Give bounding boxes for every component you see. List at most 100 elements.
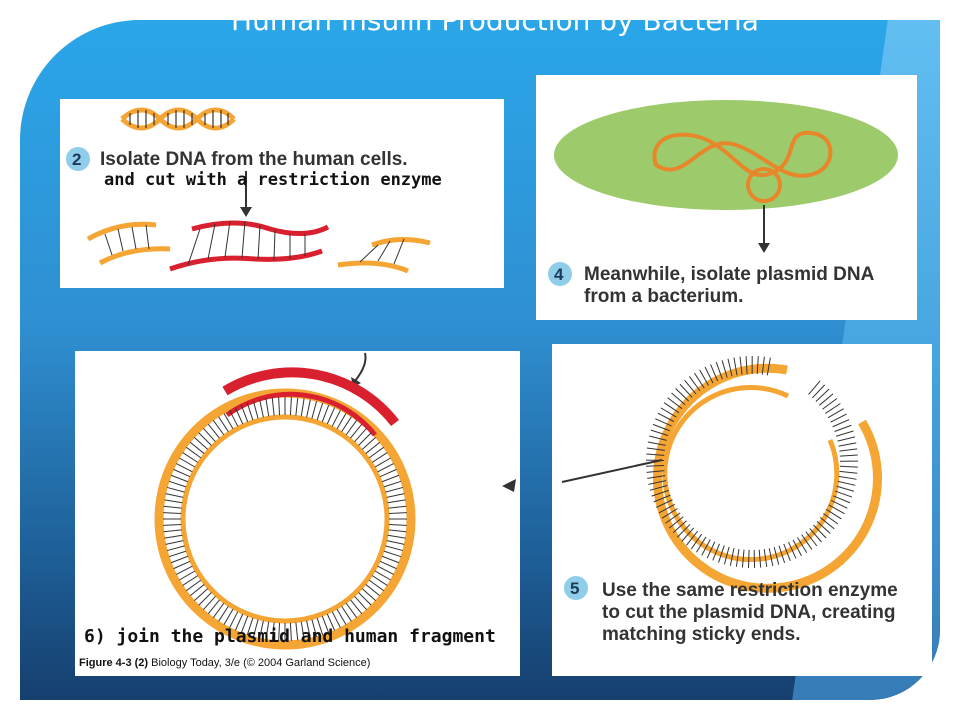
base-pair-line bbox=[379, 560, 397, 570]
base-pair-line bbox=[809, 528, 822, 543]
base-pair-line bbox=[170, 474, 189, 483]
base-pair-line bbox=[739, 356, 743, 375]
base-pair-line bbox=[688, 376, 701, 392]
base-pair-line bbox=[679, 383, 693, 398]
base-pair-line bbox=[381, 474, 400, 483]
base-pair-line bbox=[718, 545, 725, 563]
base-pair-line bbox=[365, 584, 381, 597]
base-pair-line bbox=[653, 494, 671, 503]
base-pair-line bbox=[650, 429, 669, 437]
step-4-caption-line1: Meanwhile, isolate plasmid DNA bbox=[584, 264, 875, 285]
base-pair-line bbox=[368, 579, 384, 592]
base-pair-line bbox=[350, 423, 363, 439]
base-pair-line bbox=[165, 493, 184, 498]
base-pair-line bbox=[163, 512, 182, 515]
base-pair-line bbox=[827, 408, 844, 419]
base-pair-line bbox=[300, 621, 305, 640]
panel-isolate-human-dna: 2 Isolate DNA from the human cells. bbox=[60, 99, 504, 288]
base-pair-line bbox=[646, 465, 665, 467]
base-pair-line bbox=[825, 508, 842, 520]
base-pair-line bbox=[316, 402, 324, 421]
base-pair-line bbox=[792, 539, 802, 556]
base-pair-line bbox=[723, 546, 730, 565]
base-pair-line bbox=[271, 397, 275, 416]
base-pair-line bbox=[163, 523, 182, 526]
base-pair-line bbox=[838, 475, 857, 480]
base-pair-line bbox=[388, 529, 407, 533]
base-pair-line bbox=[173, 560, 191, 570]
base-pair-line bbox=[655, 418, 672, 427]
base-pair-line bbox=[289, 622, 292, 641]
base-pair-line bbox=[675, 388, 689, 402]
left-arrow-icon bbox=[502, 479, 516, 492]
base-pair-line bbox=[387, 534, 406, 539]
base-pair-line bbox=[246, 402, 254, 421]
base-pair-line bbox=[345, 602, 358, 618]
base-pair-line bbox=[649, 485, 668, 491]
base-pair-line bbox=[658, 503, 676, 514]
base-pair-line bbox=[202, 595, 216, 610]
base-pair-line bbox=[696, 536, 707, 553]
base-pair-line bbox=[306, 620, 311, 639]
base-pair-line bbox=[783, 543, 791, 562]
base-pair-line bbox=[813, 524, 827, 539]
base-pair-line bbox=[808, 380, 821, 395]
panel-join-plasmid: Figure 4-3 (2) Biology Today, 3/e (© 200… bbox=[75, 351, 520, 676]
base-pair-line bbox=[825, 403, 841, 414]
base-pair-line bbox=[665, 512, 681, 524]
base-pair-line bbox=[763, 549, 768, 568]
base-pair-line bbox=[668, 516, 684, 529]
base-pair-line bbox=[271, 622, 275, 641]
step-2-caption: Isolate DNA from the human cells. bbox=[100, 149, 408, 170]
base-pair-line bbox=[729, 548, 735, 566]
recombinant-plasmid-illustration bbox=[154, 352, 416, 650]
base-pair-line bbox=[377, 565, 394, 575]
base-pair-line bbox=[647, 441, 666, 446]
base-pair-line bbox=[358, 592, 372, 606]
step-6-overlay-text: 6) join the plasmid and human fragment bbox=[84, 626, 496, 647]
base-pair-line bbox=[212, 420, 225, 436]
base-pair-line bbox=[259, 399, 264, 418]
left-arrow-line bbox=[561, 459, 663, 483]
base-pair-line bbox=[326, 613, 336, 631]
base-pair-line bbox=[168, 480, 187, 488]
base-pair-line bbox=[657, 412, 675, 422]
base-pair-line bbox=[805, 531, 818, 547]
base-pair-line bbox=[218, 605, 229, 622]
base-pair-line bbox=[300, 398, 305, 417]
step-4-badge bbox=[548, 262, 572, 286]
base-pair-line bbox=[163, 505, 182, 509]
base-pair-line bbox=[182, 452, 199, 463]
step-2-badge bbox=[66, 147, 90, 171]
base-pair-line bbox=[326, 407, 336, 425]
step-5-number: 5 bbox=[570, 579, 579, 598]
base-pair-line bbox=[354, 595, 368, 610]
base-pair-line bbox=[176, 565, 193, 575]
base-pair-line bbox=[198, 592, 212, 606]
base-pair-line bbox=[823, 513, 839, 525]
figure-credit: Figure 4-3 (2) Biology Today, 3/e (© 200… bbox=[79, 657, 370, 669]
base-pair-line bbox=[828, 504, 845, 515]
base-pair-line bbox=[388, 505, 407, 509]
base-pair-line bbox=[167, 486, 185, 493]
base-pair-line bbox=[252, 401, 259, 419]
chromosome-loop bbox=[652, 130, 833, 178]
base-pair-line bbox=[837, 480, 856, 486]
panel-isolate-plasmid: 4 Meanwhile, isolate plasmid DNA from a … bbox=[536, 75, 917, 320]
base-pair-line bbox=[212, 602, 225, 618]
base-pair-line bbox=[368, 446, 384, 459]
base-pair-line bbox=[194, 436, 209, 450]
base-pair-line bbox=[336, 413, 347, 430]
base-pair-line bbox=[699, 369, 709, 386]
cut-plasmid-ring bbox=[646, 355, 882, 593]
base-pair-line bbox=[176, 463, 193, 473]
base-pair-line bbox=[815, 388, 830, 402]
base-pair-line bbox=[733, 357, 738, 376]
base-pair-line bbox=[223, 608, 234, 625]
base-pair-line bbox=[311, 619, 318, 637]
base-pair-line bbox=[838, 442, 857, 447]
base-pair-line bbox=[833, 495, 851, 504]
left-arrow-head bbox=[502, 479, 516, 492]
base-pair-line bbox=[189, 584, 205, 597]
base-pair-line bbox=[818, 393, 834, 406]
